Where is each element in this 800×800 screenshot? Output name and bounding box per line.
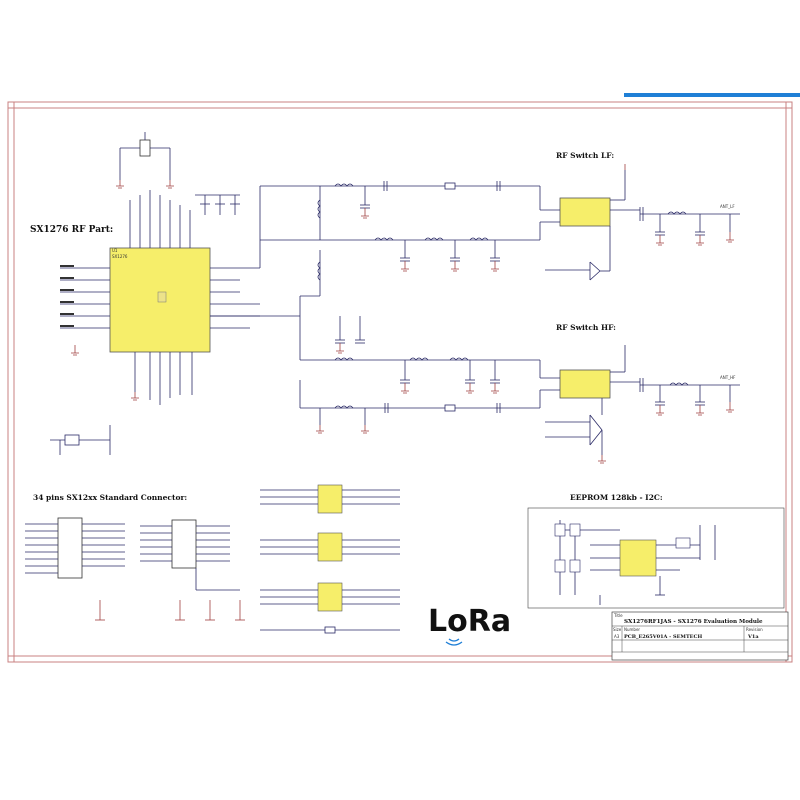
ant-lf-label: ANT_LF <box>720 204 735 209</box>
rf-switch-lf-heading: RF Switch LF: <box>556 151 614 160</box>
rf-switch-lf-ic <box>540 170 640 227</box>
connector-heading: 34 pins SX12xx Standard Connector: <box>33 493 187 502</box>
revision-value: V1a <box>747 634 759 640</box>
eeprom-circuit <box>527 507 785 609</box>
ant-hf-label: ANT_HF <box>720 375 736 380</box>
reset-circuit <box>50 425 111 455</box>
hf-antenna-path <box>639 378 740 406</box>
size-value: A3 <box>614 634 620 639</box>
rf-switch-hf-ic <box>540 345 640 399</box>
accent-bar <box>624 93 800 97</box>
connector-34pin <box>25 517 245 621</box>
rf-part-heading: SX1276 RF Part: <box>30 225 113 235</box>
sx1276-name: SX1276 <box>112 254 128 259</box>
number-value: PCB_E265V01A - SEMTECH <box>624 634 702 640</box>
lf-switch-control <box>545 226 611 281</box>
revision-label: Revision <box>746 627 763 632</box>
lf-rf-path <box>240 181 541 269</box>
size-label: Size <box>613 627 622 632</box>
eeprom-heading: EEPROM 128kb - I2C: <box>570 493 663 502</box>
lora-logo-text: LoRa <box>428 604 511 639</box>
ground-symbols <box>71 164 734 464</box>
sx1276-ic: U1 SX1276 <box>60 190 260 405</box>
buffer-ics <box>260 484 400 634</box>
rf-switch-hf-heading: RF Switch HF: <box>556 323 616 332</box>
number-label: Number <box>624 627 640 632</box>
title-label: Title <box>613 613 623 618</box>
lora-logo: LoRa <box>428 604 511 646</box>
sx1276-ref: U1 <box>112 248 118 253</box>
title-value: SX1276RF1JAS - SX1276 Evaluation Module <box>624 619 763 625</box>
hf-switch-control <box>545 398 603 455</box>
lf-antenna-path <box>639 207 740 236</box>
title-block: Title SX1276RF1JAS - SX1276 Evaluation M… <box>611 611 789 661</box>
crystal-q1 <box>119 132 171 180</box>
hf-rf-path <box>210 250 541 425</box>
top-decoupling-caps <box>195 194 240 215</box>
